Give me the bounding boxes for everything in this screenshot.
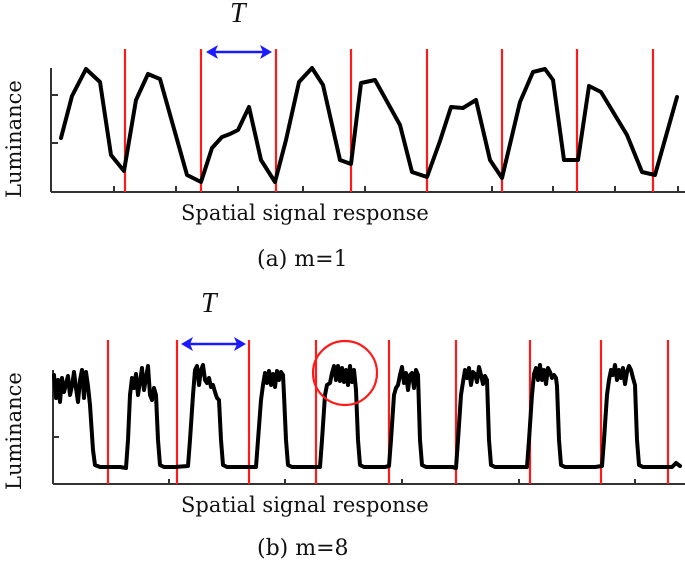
panel-a-axes: [50, 68, 685, 193]
panel-b: [52, 337, 685, 485]
panel-b-period-arrow: [181, 337, 246, 351]
panel-b-caption: (b) m=8: [257, 536, 349, 561]
panel-b-signal-line: [52, 363, 682, 470]
panel-b-xlabel: Spatial signal response: [181, 493, 429, 517]
panel-a: [50, 45, 685, 193]
panel-b-period-label: T: [201, 288, 217, 319]
panel-b-axes: [52, 370, 685, 485]
panel-a-period-label: T: [230, 0, 246, 29]
panel-a-ylabel: Luminance: [2, 80, 26, 198]
highlight-circle: [311, 339, 379, 407]
panel-a-caption: (a) m=1: [257, 247, 348, 272]
panel-b-ylabel: Luminance: [2, 372, 26, 490]
panel-a-xlabel: Spatial signal response: [181, 201, 429, 225]
panel-a-period-arrow: [206, 45, 272, 59]
panel-a-signal-line: [59, 66, 679, 184]
